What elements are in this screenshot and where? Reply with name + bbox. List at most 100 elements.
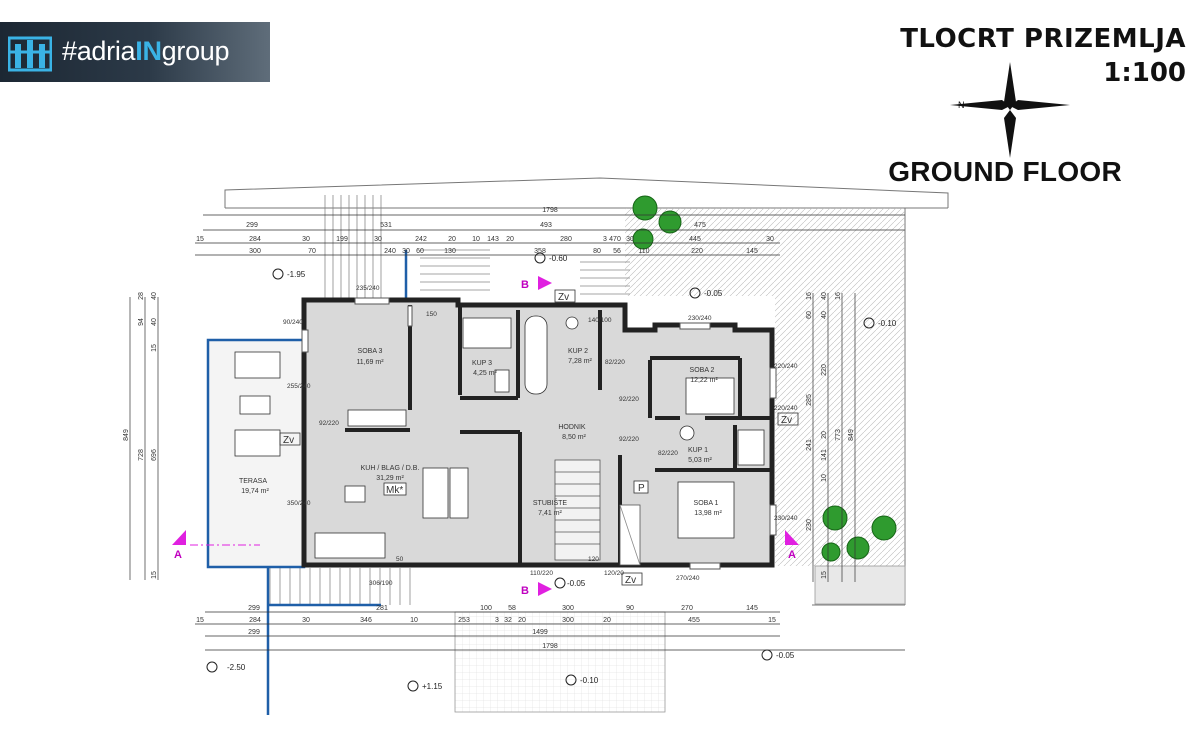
opening-label: 82/220 [605,359,625,366]
dimension-label: 15 [196,617,204,624]
dimension-label: 849 [123,429,130,441]
level-label: -0.10 [878,319,897,328]
dimension-label: 56 [613,248,621,255]
opening-label: 220/240 [774,363,798,370]
compass-rose-icon: N [950,62,1070,158]
mk-label: Mk* [386,485,403,496]
level-label: -0.05 [704,289,723,298]
zv-label-right: Zv [781,415,792,426]
level-label: -0.05 [567,579,586,588]
dimension-label: 90 [626,605,634,612]
dimension-label: 15 [151,571,158,579]
dimension-label: 470 [609,236,621,243]
room-name: SOBA 1 [694,500,719,507]
room-area: 8,50 m² [562,434,586,441]
room-area: 4,25 m² [473,370,497,377]
dimension-label: 30 [766,236,774,243]
dimension-text-vertical: 28 40 94 40 15 849 728 696 15 16 40 60 4… [123,292,855,579]
dimension-label: 696 [151,449,158,461]
opening-label: 120/20 [604,570,624,577]
room-name: HODNIK [558,424,586,431]
dimension-label: 70 [308,248,316,255]
zv-label-top: Zv [558,292,569,303]
dimension-label: 3 [603,236,607,243]
dimension-label: 531 [380,222,392,229]
dimension-label: 58 [508,605,516,612]
compass-north-label: N [958,100,965,110]
dimension-label: 299 [246,222,258,229]
dimension-label: 80 [593,248,601,255]
dimension-label: 299 [248,629,260,636]
tree-icons [632,195,897,562]
level-label: +1.15 [422,682,443,691]
room-area: 31,29 m² [376,475,404,482]
dimension-label: 280 [560,236,572,243]
room-name: KUP 1 [688,447,708,454]
dimension-label: 300 [562,617,574,624]
dimension-label: 40 [151,292,158,300]
dimension-label: 20 [506,236,514,243]
dimension-label: 270 [681,605,693,612]
dimension-label: 253 [458,617,470,624]
opening-label: 90/240 [283,319,303,326]
opening-label: 92/220 [619,396,639,403]
p-label: P [638,483,645,494]
dimension-label: 285 [806,394,813,406]
room-name: TERASA [239,478,267,485]
opening-label: 92/220 [619,436,639,443]
room-area: 11,69 m² [356,359,384,366]
furniture [234,315,765,559]
dimension-label: 241 [806,439,813,451]
dimension-label: 281 [376,605,388,612]
dimension-label: 16 [806,292,813,300]
dimension-label: 60 [806,311,813,319]
dimension-label: 60 [416,248,424,255]
opening-label: 140/100 [588,317,612,324]
opening-label: 306/190 [369,580,393,587]
opening-label: 350/240 [287,500,311,507]
brand-logo: #adriaINgroup [0,22,270,82]
opening-label: 92/220 [319,420,339,427]
dimension-label: 10 [821,474,828,482]
dimension-label: 773 [835,429,842,441]
dimension-label: 284 [249,236,261,243]
dimension-label: 30 [302,236,310,243]
opening-labels: 90/240 255/240 350/240 150 235/240 140/1… [283,285,798,587]
dimension-label: 100 [480,605,492,612]
dimension-label: 40 [821,311,828,319]
dimension-label: 300 [562,605,574,612]
section-a-left: A [174,549,182,561]
dimension-label: 1499 [532,629,548,636]
room-area: 5,03 m² [688,457,712,464]
room-area: 13,98 m² [694,510,722,517]
room-area: 19,74 m² [241,488,269,495]
dimension-label: 199 [336,236,348,243]
section-markers: A A B B [172,276,799,597]
section-b-bottom: B [521,585,529,597]
dimension-label: 145 [746,248,758,255]
dimension-label: 493 [540,222,552,229]
level-label: -0.60 [549,254,568,263]
dimension-label: 94 [138,318,145,326]
brand-name: #adriaINgroup [62,36,230,66]
dimension-label: 16 [835,292,842,300]
dimension-label: 455 [688,617,700,624]
room-labels: SOBA 3 11,69 m² KUP 3 4,25 m² KUP 2 7,28… [239,348,722,517]
dimension-label: 475 [694,222,706,229]
dimension-label: 20 [603,617,611,624]
dimension-label: 30 [302,617,310,624]
room-name: STUBIŠTE [533,498,568,507]
opening-label: 110/220 [530,570,553,577]
dimension-label: 220 [691,248,703,255]
interior-staircase [554,459,641,566]
dimension-label: 15 [196,236,204,243]
dimension-text: 1798 299 531 493 475 15 284 30 199 30 24… [196,207,776,650]
dimension-label: 346 [360,617,372,624]
zv-label-left: Zv [283,435,294,446]
dimension-label: 20 [821,431,828,439]
opening-label: 120 [588,556,599,563]
dimension-label: 40 [821,292,828,300]
dimension-label: 445 [689,236,701,243]
dimension-label: 3 [495,617,499,624]
